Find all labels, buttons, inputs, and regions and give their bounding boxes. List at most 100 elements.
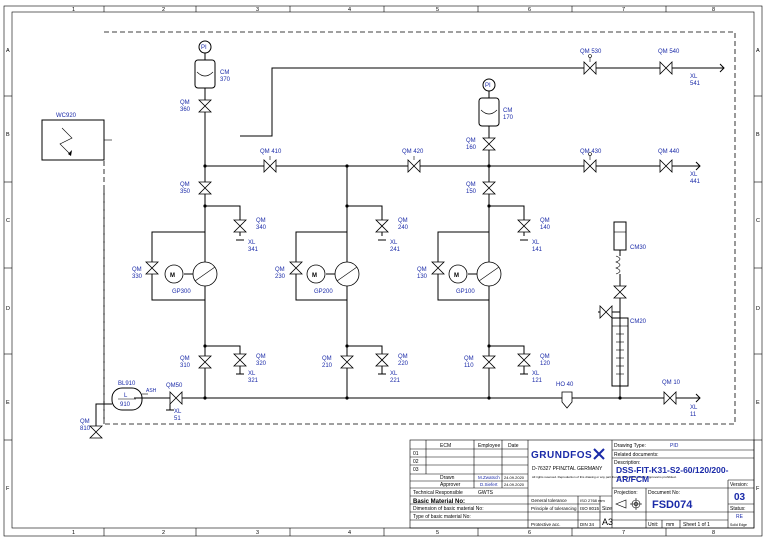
row-c-left: C: [6, 218, 10, 224]
tb-status-lbl: Status:: [730, 506, 746, 512]
ho40-strainer: [561, 391, 573, 409]
qm810-a: QM: [80, 419, 90, 425]
row-f-right: F: [756, 486, 760, 492]
xl121-a: XL: [532, 371, 540, 377]
qm210-b: 210: [322, 363, 333, 369]
qm150-a: QM: [466, 182, 476, 188]
motor-gp100-label: M: [454, 273, 459, 279]
motor-gp200: M: [306, 264, 326, 284]
tb-approver-date: 24.09.2020: [504, 482, 525, 487]
pi-right-label: PI: [485, 83, 491, 89]
gp300-label: GP300: [172, 289, 191, 295]
xl441-b: 441: [690, 179, 701, 185]
xl241-a: XL: [390, 240, 398, 246]
valve-qm210: [340, 355, 354, 369]
pipe-end-markers: [166, 63, 725, 411]
outer-frame: [3, 5, 763, 537]
col-7-bottom: 7: [622, 530, 625, 536]
valve-qm230: [289, 261, 303, 275]
tb-drawing-type-lbl: Drawing Type:: [614, 443, 646, 449]
lightning-icon: [59, 127, 73, 155]
col-4-top: 4: [348, 7, 351, 13]
col-1-bottom: 1: [72, 530, 75, 536]
xl541-a: XL: [690, 74, 698, 80]
motor-gp300: M: [164, 264, 184, 284]
col-6-bottom: 6: [528, 530, 531, 536]
valve-qm220: [375, 353, 389, 367]
row-b-right: B: [756, 132, 760, 138]
valve-qm160: [482, 137, 496, 151]
xl341-a: XL: [248, 240, 256, 246]
qm430: QM 430: [580, 149, 602, 155]
pump-gp300: [184, 261, 218, 287]
qm340-b: 340: [256, 225, 267, 231]
row-e-right: E: [756, 400, 760, 406]
qm540: QM 540: [658, 49, 680, 55]
tank-l-label: L: [124, 393, 128, 399]
tb-docno-val: FSD074: [652, 499, 693, 511]
qm360-a: QM: [180, 100, 190, 106]
xl321-a: XL: [248, 371, 256, 377]
motor-gp200-label: M: [312, 273, 317, 279]
xl541-b: 541: [690, 81, 701, 87]
qm530: QM 530: [580, 49, 602, 55]
tb-size-val: A3: [602, 517, 613, 527]
tb-address: D-76327 PFINZTAL GERMANY: [532, 466, 603, 472]
tb-drawn-lbl: Drawn: [440, 475, 455, 481]
col-2-top: 2: [162, 7, 165, 13]
cm20-column: [611, 317, 629, 387]
tb-desc-line1: DSS-FIT-K31-S2-60/120/200-: [616, 465, 729, 475]
tb-type-basic: Type of basic material No:: [413, 514, 471, 520]
gp100-label: GP100: [456, 289, 475, 295]
junction-dots: [203, 164, 622, 400]
valve-qm130: [431, 261, 445, 275]
qm160-a: QM: [466, 138, 476, 144]
tb-drawing-type-val: PID: [670, 443, 679, 449]
lightning-arrow-icon: [68, 150, 72, 156]
col-1-top: 1: [72, 7, 75, 13]
tank-910-label: 910: [120, 402, 131, 408]
valve-qm330: [145, 261, 159, 275]
cm170-label-b: 170: [503, 115, 514, 121]
col-3-top: 3: [256, 7, 259, 13]
valve-qm10: [663, 391, 677, 405]
xl441-a: XL: [690, 172, 698, 178]
tb-dim-basic: Dimension of basic material No:: [413, 506, 484, 512]
qm350-b: 350: [180, 189, 191, 195]
xl221-b: 221: [390, 378, 401, 384]
tb-gen-tol: General tolerance: [531, 498, 567, 503]
qm130-b: 130: [417, 274, 428, 280]
qm310-b: 310: [180, 363, 191, 369]
qm420: QM 420: [402, 149, 424, 155]
qm310-a: QM: [180, 356, 190, 362]
cm370-label-b: 370: [220, 77, 231, 83]
xl321-b: 321: [248, 378, 259, 384]
tb-solid-edge: Solid Edge: [730, 523, 747, 527]
row-markers: A B C D E F A B C D E F: [4, 48, 762, 492]
valve-qm110: [482, 355, 496, 369]
xl221-a: XL: [390, 371, 398, 377]
valve-qm350: [198, 181, 212, 195]
wc920-cabinet: [41, 119, 105, 161]
grundfos-x-icon: [593, 448, 605, 460]
tb-tech-val: GWTS: [478, 490, 494, 496]
cm370-label-a: CM: [220, 70, 229, 76]
qm220-b: 220: [398, 361, 409, 367]
xl11-b: 11: [690, 412, 697, 418]
tb-rev-01: 01: [413, 451, 419, 457]
tb-tech-lbl: Technical Responsible: [413, 490, 463, 496]
qm220-a: QM: [398, 354, 408, 360]
cm20-label: CM20: [630, 319, 647, 325]
tb-prot-acc: Protective acc.: [531, 522, 561, 527]
ho40-label: HO 40: [556, 382, 574, 388]
xl51-b: 51: [174, 416, 181, 422]
row-a-left: A: [6, 48, 10, 54]
xl51-a: XL: [174, 409, 182, 415]
tb-basic-mat: Basic Material No:: [413, 499, 465, 505]
grundfos-logo: GRUNDFOS: [531, 450, 592, 461]
valve-qm420: [407, 159, 421, 173]
qm410: QM 410: [260, 149, 282, 155]
tb-drawn-name: M.Zwatsch: [478, 475, 500, 480]
xl11-a: XL: [690, 405, 698, 411]
tb-docno-lbl: Document No:: [648, 490, 680, 496]
